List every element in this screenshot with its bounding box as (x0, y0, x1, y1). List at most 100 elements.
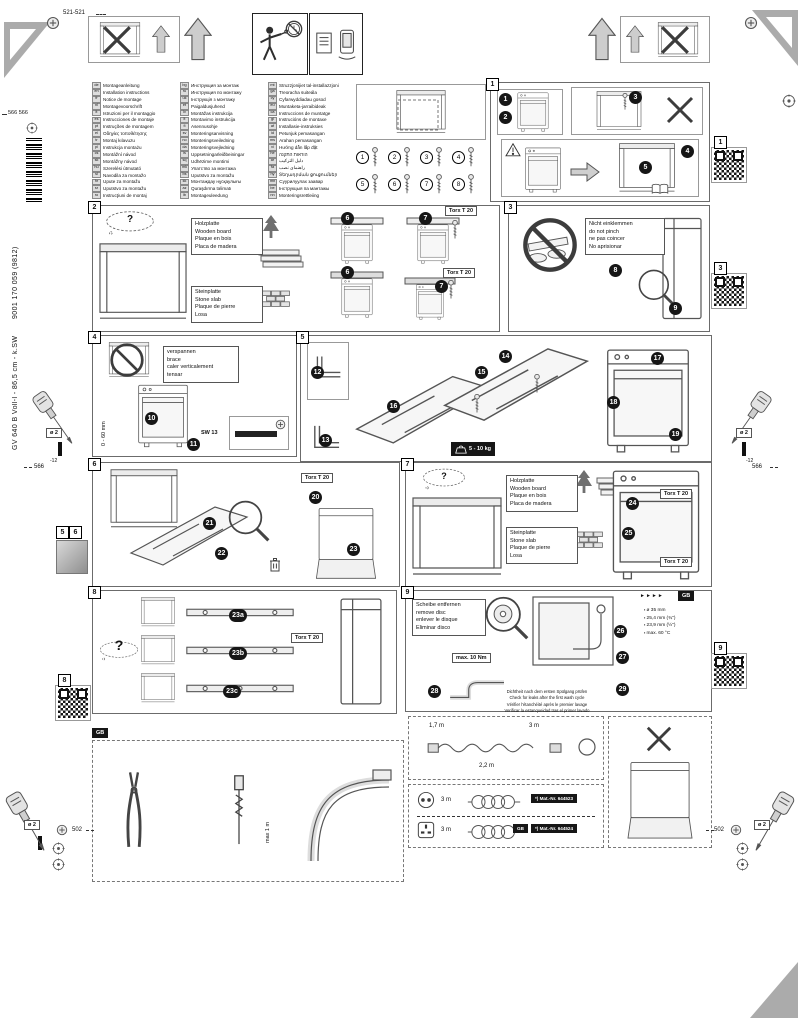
language-row: eu Muntaketa-jarraibideak (268, 102, 354, 110)
side-dimension-label: 566 (34, 464, 45, 470)
language-code: is (180, 150, 189, 158)
step-marker: 19 (669, 428, 682, 441)
language-row: da Monteringsvejledning (180, 144, 266, 151)
drill-diameter-label: ø 2 (758, 822, 766, 828)
eu-socket-icon (417, 791, 435, 809)
textbox-line: Steinplatte (510, 530, 536, 536)
language-label: Instrucións de montaxe (279, 117, 327, 123)
language-code: ga (268, 88, 277, 96)
language-code: ro (92, 192, 101, 200)
language-row: pt Instruções de montagem (92, 123, 178, 131)
language-label: Суурилуулах заавар (279, 179, 323, 185)
language-label: Montaj kılavuzu (103, 138, 135, 144)
language-row: ga Treoracha suiteála (268, 88, 354, 96)
arrow-up-icon (588, 17, 616, 61)
drill-diameter-chip: ø 2 (24, 820, 40, 830)
torx-chip: Torx T 20 (301, 473, 334, 483)
board-screw-sketch (404, 277, 456, 320)
registration-mark-icon (52, 858, 65, 871)
barcode (26, 138, 42, 202)
language-code: sq (180, 157, 189, 165)
fitting-spec-line: ø 35 mm (644, 607, 708, 615)
torx-chip: Torx T 20 (443, 268, 476, 278)
language-code: mk (180, 164, 190, 172)
arrow-up-icon (184, 17, 212, 61)
step-marker: 23b (229, 647, 247, 660)
language-row: ca Instruccions de muntatge (268, 109, 354, 117)
step-marker: 11 (187, 438, 200, 451)
gb-socket-icon (417, 821, 435, 839)
hardware-id: 2 (388, 151, 401, 164)
wood-boards-sketch (258, 249, 304, 268)
textbox-line: Eliminar disco (416, 625, 451, 632)
panel-step-6: 6 Torx T 20 20 21 22 23 (88, 458, 400, 587)
appliance-open-sketch (619, 761, 701, 841)
language-row: is Uppsetningarleiðbeiningar (180, 150, 266, 158)
language-label: Instrucţiuni de montaj (103, 193, 147, 199)
language-code: vi (268, 144, 277, 151)
cabinet-mini-sketch (141, 635, 175, 665)
language-row: gl Instrucións de montaxe (268, 116, 354, 124)
language-code: lb (180, 192, 189, 200)
drill-diameter-label: ø 2 (740, 430, 748, 436)
language-row: fr Notice de montage (92, 95, 178, 103)
language-label: Монтаждау нұсқаулығы (191, 179, 242, 185)
language-label: Installasie-instruksies (279, 124, 323, 130)
language-label: Instruccions de muntatge (279, 110, 331, 116)
fitting-spec-list: ø 35 mm25,4 mm (¾")23,9 mm (½")max. 60 °… (644, 607, 708, 638)
language-code: tr (92, 137, 101, 144)
language-code: be (268, 185, 277, 193)
step-marker: 6 (341, 212, 354, 225)
language-label: Hướng dẫn lắp đặt (279, 144, 318, 150)
installer-person-icon (258, 24, 288, 64)
language-row: cy Cyfarwyddiadau gosod (268, 95, 354, 103)
language-label: Uputstvo za montažu (103, 186, 147, 192)
language-row: uk Інструкція з монтажу (180, 95, 266, 103)
step-marker: 26 (614, 625, 627, 638)
language-row: hr Upute za montažu (92, 178, 178, 186)
language-code: cs (92, 150, 101, 158)
language-row: sk Montážny návod (92, 157, 178, 165)
torque-label: max. 10 Nm (456, 655, 487, 661)
language-code: sl (92, 171, 101, 179)
note-line: Dichtheit nach dem ersten Spülgang prüfe… (506, 689, 588, 694)
dimension-dash (96, 14, 106, 15)
qr-code (711, 653, 747, 689)
cabinet-sketch (412, 493, 502, 581)
torx-chip: Torx T 20 (291, 633, 324, 643)
language-label: Οδηγίες τοποθέτησης (103, 131, 148, 137)
gb-dimension-label: max 1 m (265, 821, 271, 843)
bricks-icon (574, 531, 604, 549)
height-range-label: 0 - 60 mm (101, 421, 107, 446)
fitting-spec-line: max. 60 °C (644, 630, 708, 638)
language-row: ar دليل التركيب (268, 157, 354, 165)
language-code: nl (92, 102, 101, 110)
cord-length-label: 3 m (441, 797, 452, 803)
hose-length-panel: 1,7 m 3 m 2,2 m (408, 716, 604, 780)
reference-photo (56, 540, 88, 574)
language-row: ru Инструкция по монтажу (180, 88, 266, 96)
torx-label: Torx T 20 (664, 559, 689, 565)
language-label: Installation instructions (103, 89, 150, 95)
question-mark: ? (114, 637, 124, 653)
screw-icon (371, 147, 379, 168)
drill-diameter-chip: ø 2 (736, 428, 752, 438)
language-row: ms Arahan pemasangan (268, 137, 354, 144)
hardware-id: 4 (452, 151, 465, 164)
torx-label: Torx T 20 (449, 208, 474, 214)
no-countertop-figure-mirrored (620, 16, 710, 63)
language-label: Montážny návod (103, 158, 137, 164)
textbox-line: Placa de madera (195, 244, 237, 251)
language-label: Petunjuk pemasangan (279, 131, 325, 137)
language-code: ru (180, 88, 189, 96)
depth-label: -12 (50, 458, 58, 464)
top-dimension-label: 521-521 (63, 10, 86, 16)
language-row: en Installation instructions (92, 88, 178, 96)
language-code: ms (268, 137, 278, 144)
language-label: Montageanleitung (103, 82, 140, 88)
drill-diameter-chip: ø 2 (46, 428, 62, 438)
textbox-line: brace (167, 356, 181, 363)
